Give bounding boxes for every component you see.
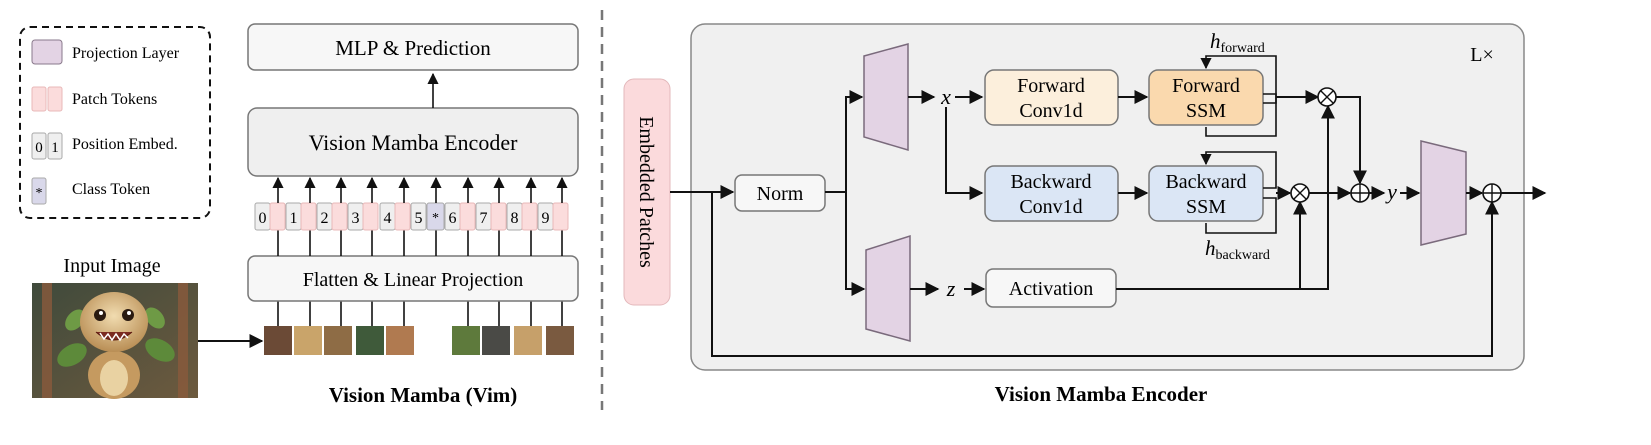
z-variable: z — [946, 276, 956, 301]
position-label: 7 — [480, 210, 488, 227]
position-embed-token — [410, 202, 427, 231]
image-patch — [264, 326, 292, 355]
h-forward-symbol: hforward — [1210, 29, 1265, 56]
image-patch — [356, 326, 384, 355]
backward-ssm-line1: Backward — [1165, 171, 1246, 193]
patch-token — [552, 202, 569, 231]
patch-connectors — [277, 301, 563, 326]
norm-to-x-projection-arrow — [845, 90, 864, 290]
backward-ssm-line2: SSM — [1186, 196, 1226, 218]
patch-token — [362, 202, 379, 231]
class-token-swatch-icon — [31, 177, 47, 205]
forward-conv1d-line2: Conv1d — [1019, 100, 1082, 122]
patch-token-swatch-icon — [31, 86, 47, 112]
y-variable: y — [1385, 179, 1397, 204]
forward-ssm-box — [1148, 69, 1264, 126]
position-embed-swatch-icon — [47, 132, 63, 160]
x-projection-layer — [863, 43, 909, 152]
backward-ssm-box — [1148, 165, 1264, 222]
backward-recurrence-loop — [1200, 151, 1277, 189]
position-label: 9 — [542, 210, 550, 227]
h-backward-subscript: backward — [1216, 248, 1270, 263]
legend-position-label: Position Embed. — [72, 136, 178, 153]
patch-token — [459, 202, 476, 231]
gate-to-forward-multiply — [1116, 104, 1335, 290]
position-glyph-0: 0 — [35, 140, 43, 156]
image-patches — [264, 326, 574, 355]
flatten-projection-label: Flatten & Linear Projection — [303, 269, 524, 291]
input-image-title: Input Image — [63, 255, 160, 277]
image-patch — [482, 326, 510, 355]
position-label: 6 — [449, 210, 457, 227]
legend-patch-label: Patch Tokens — [72, 91, 157, 108]
x-to-backward-arrow — [945, 107, 984, 200]
token-row: 0 1 2 3 4 5 * 6 7 8 — [254, 202, 569, 231]
x-variable: x — [940, 84, 951, 109]
position-label: 0 — [259, 210, 267, 227]
forward-ssm-line1: Forward — [1172, 75, 1240, 97]
patch-token — [490, 202, 507, 231]
legend-projection-label: Projection Layer — [72, 45, 180, 62]
position-glyph-1: 1 — [51, 140, 59, 156]
position-embed-swatch-icon — [31, 132, 47, 160]
embedded-patches-label: Embedded Patches — [635, 116, 657, 268]
flatten-projection-box — [247, 255, 579, 302]
image-patch — [546, 326, 574, 355]
repeat-label: L× — [1470, 44, 1494, 66]
patch-token — [521, 202, 538, 231]
encoder-caption: Vision Mamba Encoder — [995, 382, 1208, 406]
position-label: 1 — [290, 210, 298, 227]
z-projection-layer — [865, 234, 911, 342]
vim-caption: Vision Mamba (Vim) — [329, 383, 518, 407]
patch-token — [300, 202, 317, 231]
position-label: 2 — [321, 210, 329, 227]
tokens-to-encoder-arrows — [272, 176, 568, 203]
h-backward-symbol: hbackward — [1205, 236, 1270, 263]
position-label: 4 — [384, 210, 392, 227]
flatten-to-tokens-connectors — [277, 230, 563, 256]
forward-ssm-line2: SSM — [1186, 100, 1226, 122]
image-patch — [386, 326, 414, 355]
vim-encoder-label: Vision Mamba Encoder — [309, 130, 519, 155]
image-patch — [294, 326, 322, 355]
encoder-detail: Embedded Patches L× Norm x z Forward Con… — [623, 23, 1547, 406]
forward-recurrence-loop — [1200, 55, 1277, 104]
position-label: 3 — [352, 210, 360, 227]
forward-conv1d-line1: Forward — [1017, 75, 1085, 97]
class-token-glyph: * — [36, 186, 43, 201]
legend-frame — [19, 26, 211, 219]
legend-class-label: Class Token — [72, 181, 150, 198]
patch-token — [269, 202, 286, 231]
h-forward-h: h — [1210, 29, 1221, 53]
activation-label: Activation — [1009, 278, 1093, 300]
projection-layer-swatch-icon — [31, 39, 63, 65]
norm-label: Norm — [757, 183, 804, 205]
mlp-prediction-label: MLP & Prediction — [335, 36, 491, 60]
input-image — [32, 283, 198, 399]
vim-overview: Input Image — [32, 23, 579, 407]
image-patch — [324, 326, 352, 355]
position-label: 8 — [511, 210, 519, 227]
h-forward-subscript: forward — [1221, 41, 1265, 56]
legend: Projection Layer Patch Tokens 0 1 Positi… — [19, 26, 211, 219]
image-patch — [514, 326, 542, 355]
class-token-glyph: * — [432, 211, 439, 226]
output-projection-layer — [1420, 140, 1467, 246]
image-patch — [452, 326, 480, 355]
backward-conv1d-line2: Conv1d — [1019, 196, 1082, 218]
position-label: 5 — [415, 210, 423, 227]
h-backward-h: h — [1205, 236, 1216, 260]
patch-token — [394, 202, 411, 231]
residual-connection — [711, 192, 1499, 357]
backward-conv1d-line1: Backward — [1010, 171, 1091, 193]
vim-encoder-box — [247, 107, 579, 177]
mlp-prediction-box — [247, 23, 579, 71]
patch-token — [331, 202, 348, 231]
patch-token-swatch-icon — [47, 86, 63, 112]
